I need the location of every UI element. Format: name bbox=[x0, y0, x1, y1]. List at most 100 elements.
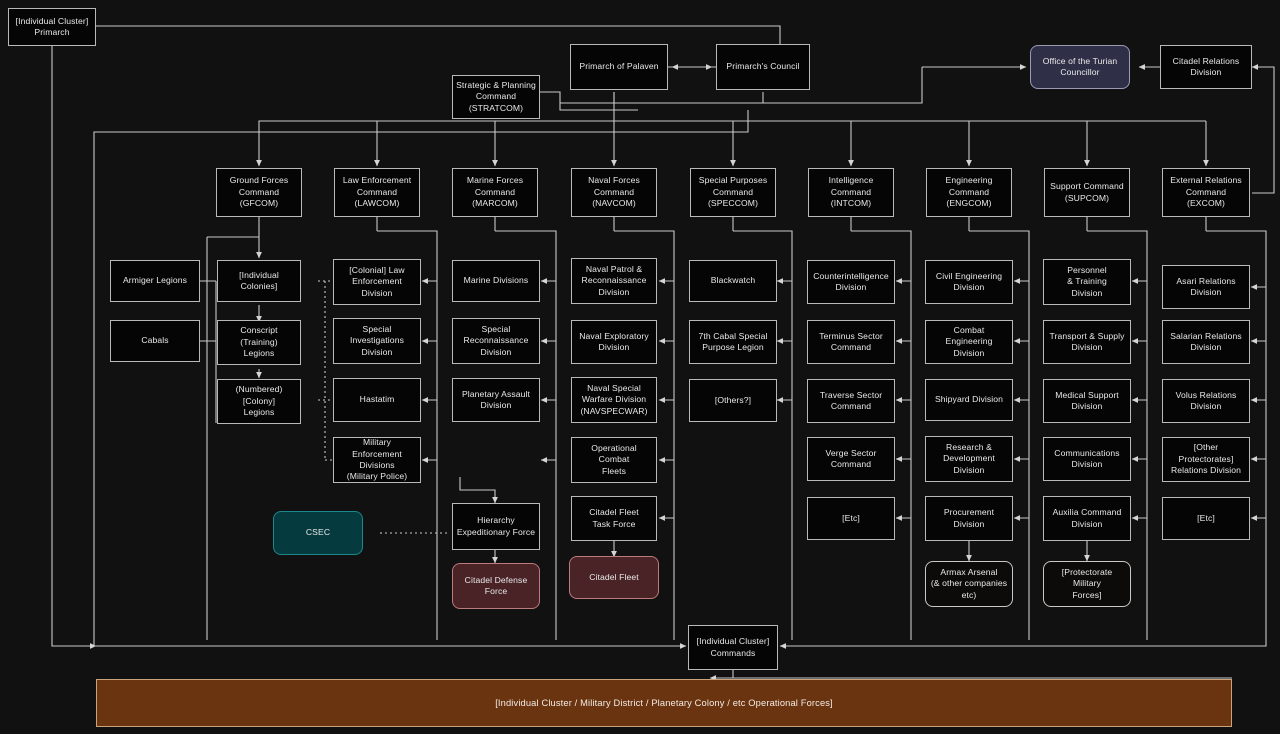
node-etc-intcom[interactable]: [Etc] bbox=[807, 497, 895, 540]
node-csec[interactable]: CSEC bbox=[273, 511, 363, 555]
node-supcom[interactable]: Support Command(SUPCOM) bbox=[1044, 168, 1130, 217]
node-hastatim[interactable]: Hastatim bbox=[333, 378, 421, 422]
node-cabals[interactable]: Cabals bbox=[110, 320, 200, 362]
node-cluster-primarch[interactable]: [Individual Cluster]Primarch bbox=[8, 8, 96, 46]
node-label: Marine Divisions bbox=[463, 275, 529, 286]
node-marine-divisions[interactable]: Marine Divisions bbox=[452, 260, 540, 302]
node-shipyard-division[interactable]: Shipyard Division bbox=[925, 379, 1013, 421]
node-individual-colonies[interactable]: [Individual Colonies] bbox=[217, 260, 301, 302]
node-label: [Etc] bbox=[842, 512, 860, 523]
node-blackwatch[interactable]: Blackwatch bbox=[689, 260, 777, 302]
node-numbered-colony-legions[interactable]: (Numbered) [Colony]Legions bbox=[217, 379, 301, 424]
node-label: [Individual Colonies] bbox=[239, 269, 279, 291]
node-other-protectorates-relations-division[interactable]: [Other Protectorates]Relations Division bbox=[1162, 437, 1250, 482]
node-label: Primarch of Palaven bbox=[579, 61, 659, 72]
node-primarch-of-palaven[interactable]: Primarch of Palaven bbox=[570, 44, 668, 90]
node-label: Conscript (Training)Legions bbox=[240, 325, 278, 359]
node-conscript-training-legions[interactable]: Conscript (Training)Legions bbox=[217, 320, 301, 365]
node-primarchs-council[interactable]: Primarch's Council bbox=[716, 44, 810, 90]
node-armiger-legions[interactable]: Armiger Legions bbox=[110, 260, 200, 302]
node-label: Primarch's Council bbox=[726, 61, 800, 72]
node-label: [Others?] bbox=[714, 394, 752, 405]
node-label: [Other Protectorates]Relations Division bbox=[1170, 442, 1242, 476]
node-citadel-fleet[interactable]: Citadel Fleet bbox=[569, 556, 659, 599]
node-etc-excom[interactable]: [Etc] bbox=[1162, 497, 1250, 540]
operational-forces-bar[interactable]: [Individual Cluster / Military District … bbox=[96, 679, 1232, 727]
operational-forces-bar-label: [Individual Cluster / Military District … bbox=[495, 698, 833, 708]
node-others-speccom[interactable]: [Others?] bbox=[689, 379, 777, 422]
node-individual-cluster-commands[interactable]: [Individual Cluster]Commands bbox=[688, 625, 778, 670]
